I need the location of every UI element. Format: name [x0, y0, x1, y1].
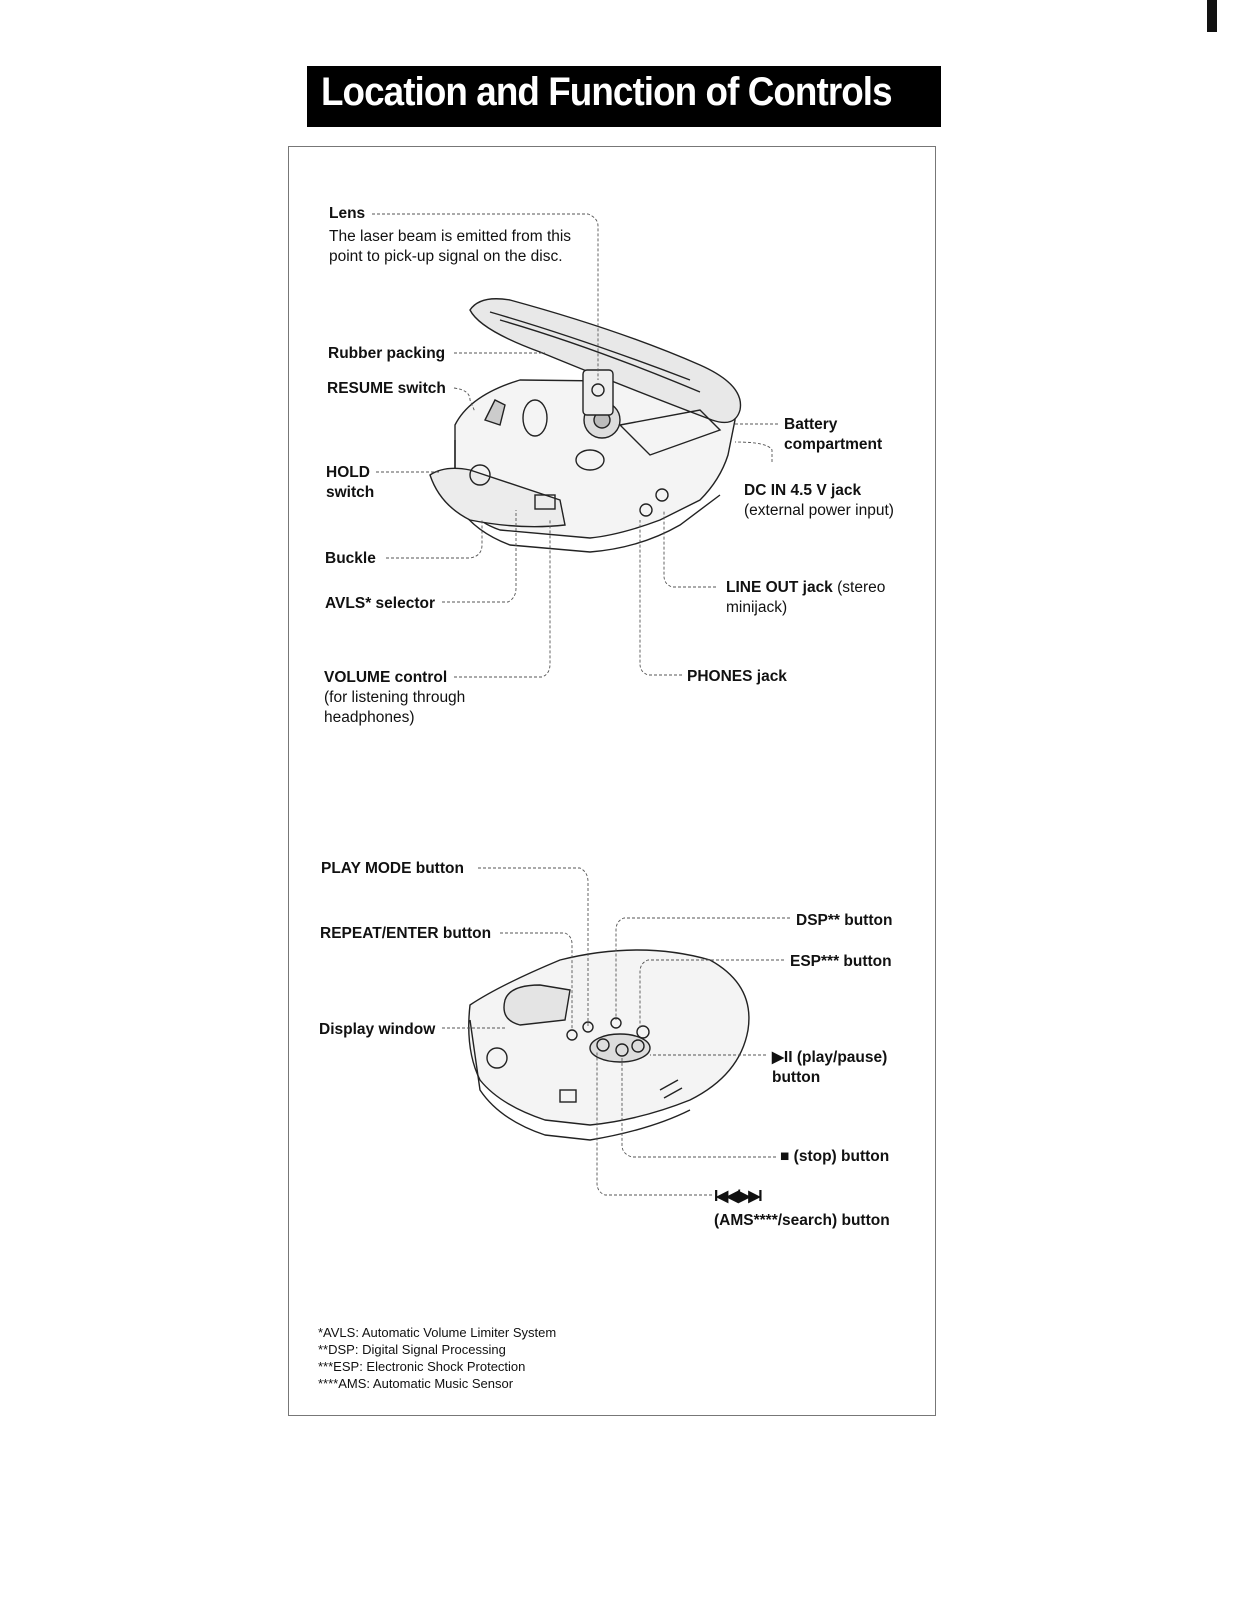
- content-frame: [288, 146, 936, 1416]
- ams-search-button-label: (AMS****/search) button: [714, 1212, 890, 1229]
- dc-in-jack-label: DC IN 4.5 V jack: [744, 482, 862, 499]
- stop-button-label: ■ (stop) button: [780, 1148, 890, 1165]
- display-window-label: Display window: [319, 1021, 436, 1038]
- phones-jack-label: PHONES jack: [687, 668, 787, 685]
- rubber-packing-label: Rubber packing: [328, 345, 446, 362]
- play-mode-button-label: PLAY MODE button: [321, 860, 464, 877]
- page-edge-mark: [1207, 0, 1217, 32]
- cd-player-closed-illustration: [468, 949, 750, 1141]
- hold-switch-label: switch: [326, 484, 375, 501]
- footnote-avls: *AVLS: Automatic Volume Limiter System: [318, 1325, 557, 1340]
- volume-control-label: VOLUME control: [324, 669, 448, 686]
- line-out-description-line2: minijack): [726, 599, 788, 616]
- footnote-dsp: **DSP: Digital Signal Processing: [318, 1342, 506, 1357]
- hold-label: HOLD: [326, 464, 370, 481]
- line-out-name: LINE OUT jack: [726, 579, 833, 596]
- battery-compartment-label: compartment: [784, 436, 883, 453]
- buckle-label: Buckle: [325, 550, 376, 567]
- dsp-button-label: DSP** button: [796, 912, 893, 929]
- footnote-esp: ***ESP: Electronic Shock Protection: [318, 1359, 526, 1374]
- page-title: Location and Function of Controls: [321, 70, 893, 114]
- cd-player-open-illustration: [429, 298, 742, 553]
- line-out-jack-label: LINE OUT jack (stereo: [726, 578, 885, 598]
- dc-in-description: (external power input): [744, 502, 894, 519]
- ams-symbol-label: I◀◀/▶▶I: [714, 1188, 763, 1205]
- repeat-enter-button-label: REPEAT/ENTER button: [320, 925, 492, 942]
- esp-button-label: ESP*** button: [790, 953, 892, 970]
- lens-description-line1: The laser beam is emitted from this: [329, 228, 572, 245]
- volume-description-line1: (for listening through: [324, 689, 466, 706]
- battery-label: Battery: [784, 416, 838, 433]
- lens-label: Lens: [329, 205, 366, 222]
- avls-selector-label: AVLS* selector: [325, 595, 435, 612]
- title-bar: Location and Function of Controls: [307, 66, 941, 127]
- footnote-ams: ****AMS: Automatic Music Sensor: [318, 1376, 514, 1391]
- play-pause-button-label: ▶II (play/pause): [772, 1049, 888, 1066]
- resume-switch-label: RESUME switch: [327, 380, 446, 397]
- volume-description-line2: headphones): [324, 709, 415, 726]
- lens-description-line2: point to pick-up signal on the disc.: [329, 248, 563, 265]
- line-out-description-line1: (stereo: [832, 579, 886, 596]
- play-pause-button-label-line2: button: [772, 1069, 821, 1086]
